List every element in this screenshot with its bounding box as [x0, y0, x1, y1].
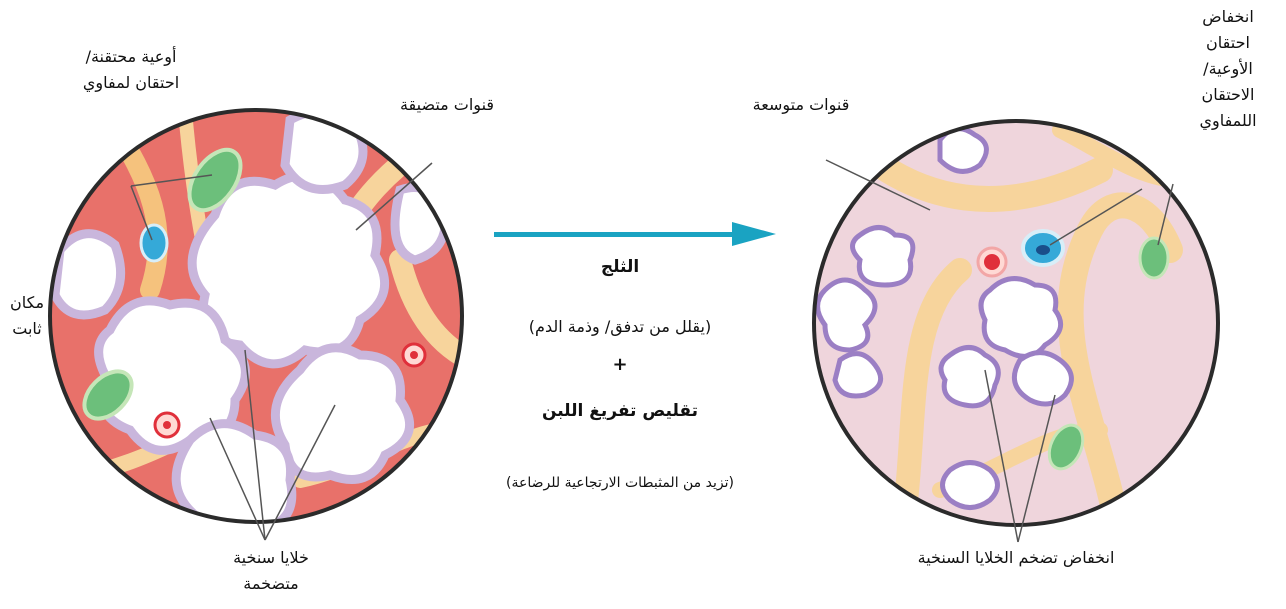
alveolus [943, 463, 998, 508]
alveolus [1014, 353, 1071, 405]
enlarged-alveoli-label: خلايا سنخية متضخمة [196, 545, 346, 597]
left-tissue-circle [40, 100, 480, 540]
decreased-alveoli-label: انخفاض تضخم الخلايا السنخية [873, 545, 1159, 571]
decreased-engorgement-label: انخفاض احتقان الأوعية/ الاحتقان اللمفاوي [1176, 4, 1280, 134]
alveolus [835, 354, 881, 396]
feedback-inhibitor-note: (تزيد من المثبطات الارتجاعية للرضاعة) [465, 470, 775, 496]
reduce-emptying-label: تقليص تفريغ اللبن [530, 398, 710, 424]
plus-sign: + [600, 352, 640, 378]
right-tissue-circle [800, 110, 1230, 540]
ice-subtitle: (يقلل من تدفق/ وذمة الدم) [500, 314, 740, 340]
fixed-place-label: مكان ثابت [2, 290, 52, 342]
alveolus [981, 279, 1061, 357]
engorged-vessels-label: أوعية محتقنة/ احتقان لمفاوي [44, 44, 218, 96]
alveolus [853, 228, 913, 286]
lymph-vessel [1140, 238, 1168, 278]
narrowed-ducts-label: قنوات متضيقة [372, 92, 522, 118]
engorged-vessel [141, 225, 167, 261]
process-arrow [494, 222, 776, 246]
dilated-ducts-label: قنوات متوسعة [736, 92, 866, 118]
ice-title: الثلج [560, 254, 680, 280]
alveolus [55, 234, 121, 315]
alveolus [818, 280, 876, 350]
